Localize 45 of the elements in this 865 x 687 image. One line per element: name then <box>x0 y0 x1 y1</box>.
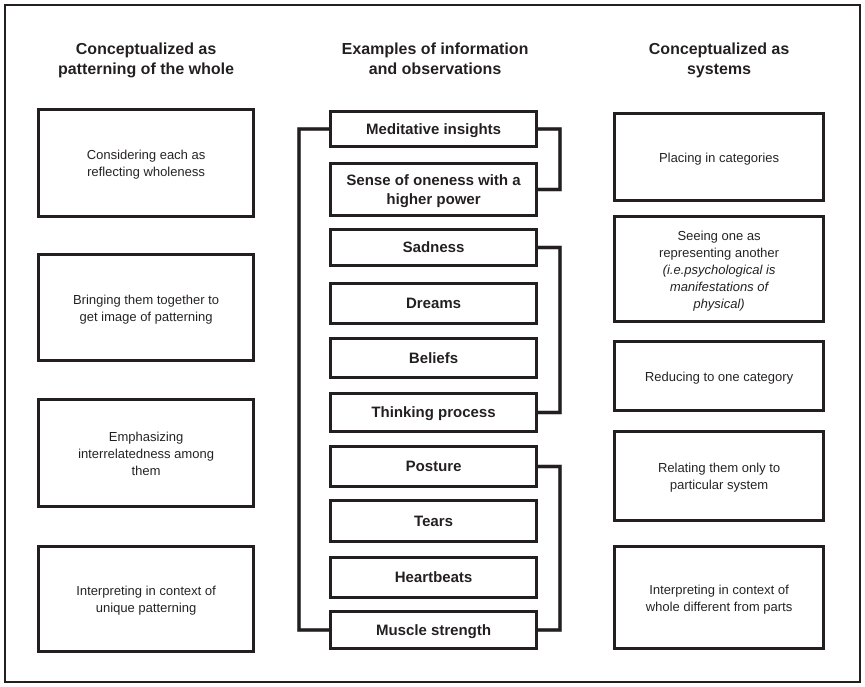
box-text: Heartbeats <box>394 568 472 587</box>
concept-box <box>613 340 825 412</box>
concept-box <box>613 430 825 522</box>
box-text: Tears <box>414 512 453 530</box>
box-text: Seeing one as representing another (i.e.psychological is manifestations of physical) <box>658 226 780 312</box>
concept-box <box>37 545 255 653</box>
concept-box <box>37 253 255 362</box>
box-text: Emphasizing interrelatedness among them <box>77 428 215 478</box>
bracket-connector <box>538 246 562 414</box>
observation-box <box>329 162 538 217</box>
observation-box <box>329 110 538 148</box>
bracket-connector <box>538 464 562 632</box>
box-text: Sense of oneness with a higher power <box>345 170 522 208</box>
concept-box <box>37 108 255 218</box>
box-text: Reducing to one category <box>644 368 794 384</box>
box-text: Beliefs <box>408 348 458 368</box>
bracket-connector <box>297 127 329 632</box>
concept-box <box>613 112 825 202</box>
observation-box <box>329 282 538 325</box>
box-text: Dreams <box>406 294 462 313</box>
column-heading: Conceptualized as systems <box>648 40 790 80</box>
box-text: Bringing them together to get image of patterning <box>72 290 220 324</box>
observation-box <box>329 556 538 599</box>
column-heading: Conceptualized as patterning of the whole <box>57 40 235 80</box>
column-heading: Examples of information and observations <box>340 40 530 80</box>
concept-box <box>37 398 255 508</box>
box-text: Thinking process <box>371 403 496 422</box>
box-text: Relating them only to particular system <box>656 459 782 493</box>
bracket-connector <box>538 127 562 192</box>
box-text: Meditative insights <box>366 120 502 138</box>
box-text: Placing in categories <box>659 148 779 166</box>
box-text: Posture <box>406 457 462 476</box>
observation-box <box>329 610 538 650</box>
box-text: Interpreting in context of unique patterning <box>75 582 217 616</box>
concept-box <box>613 215 825 323</box>
observation-box <box>329 445 538 488</box>
box-text: Interpreting in context of whole different from parts <box>644 580 794 614</box>
concept-box <box>613 545 825 650</box>
box-text: Muscle strength <box>376 620 492 640</box>
observation-box <box>329 392 538 433</box>
box-text: Sadness <box>402 238 464 257</box>
observation-box <box>329 228 538 267</box>
box-text: Considering each as reflecting wholeness <box>86 146 206 180</box>
observation-box <box>329 337 538 379</box>
observation-box <box>329 499 538 543</box>
